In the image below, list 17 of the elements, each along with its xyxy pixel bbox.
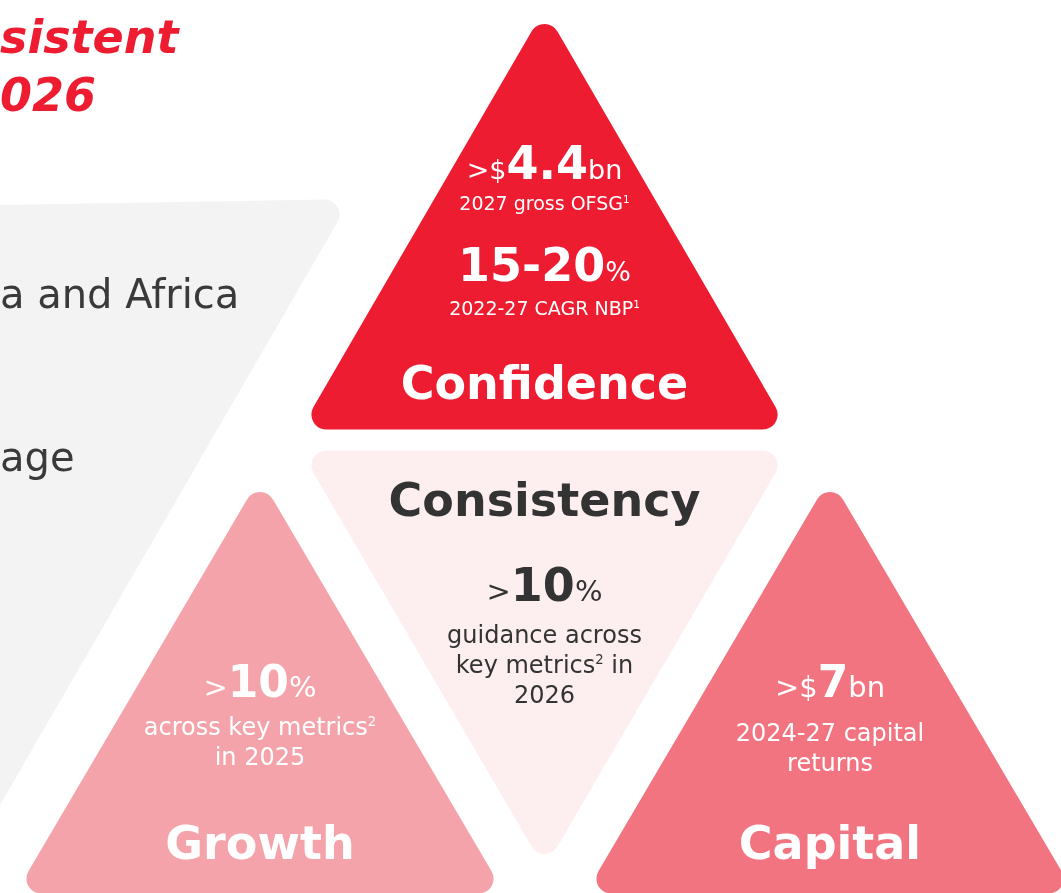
caption-text: across key metrics$^{2}$ in 2025 — [142, 712, 378, 772]
value-text: 15-20% — [457, 242, 632, 289]
value-text: >10% — [485, 562, 604, 610]
heading: Capital — [737, 815, 923, 872]
heading: Consistency — [387, 472, 702, 529]
value-text: >10% — [202, 660, 318, 706]
value-text: >$7bn — [773, 660, 887, 706]
caption-text: 2022-27 CAGR NBP$^{1}$ — [448, 297, 641, 321]
body-text: age — [0, 433, 76, 482]
caption-text: 2027 gross OFSG$^{1}$ — [458, 192, 631, 216]
caption-text: guidance across key metrics$^{2}$ in 2026 — [446, 620, 643, 710]
value-text: >$4.4bn — [465, 140, 624, 187]
heading: Confidence — [399, 355, 690, 412]
title: sistent 026 — [0, 9, 181, 124]
heading: Growth — [164, 815, 356, 872]
caption-text: 2024-27 capital returns — [734, 718, 926, 778]
body-text: a and Africa — [0, 270, 241, 319]
